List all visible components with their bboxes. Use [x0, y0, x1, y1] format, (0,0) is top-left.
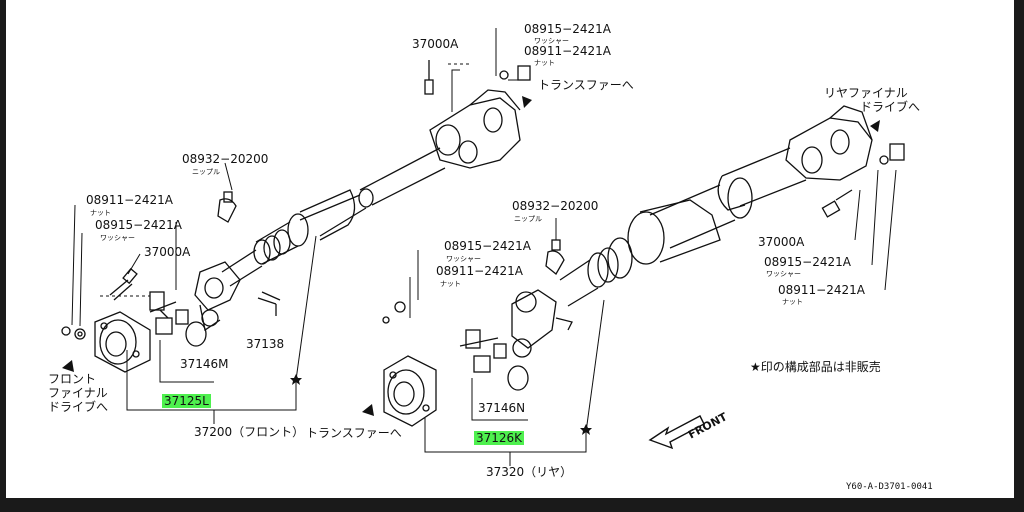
leader-lines [71, 28, 897, 466]
dest-transfer-bottom: トランスファーへ [306, 426, 402, 440]
label-37146M: 37146M [180, 357, 229, 371]
dest-front-final-3: ドライブへ [48, 400, 109, 414]
highlight-37125L: 37125L [162, 394, 211, 408]
front-universal-joint [149, 291, 207, 347]
rear-flange [382, 301, 437, 427]
reference-code: Y60-A-D3701-0041 [846, 482, 933, 492]
front-arrow [648, 415, 705, 450]
label-nut-front: 08911−2421A [86, 193, 173, 207]
label-nipple-front-kana: ニップル [192, 168, 220, 176]
label-washer-front-kana: ワッシャー [100, 234, 135, 242]
dest-front-final-1: フロント [48, 372, 97, 386]
label-nut-rear-right-kana: ナット [782, 298, 803, 306]
label-nut-front-kana: ナット [90, 209, 111, 217]
front-propeller-shaft [194, 89, 521, 332]
label-nut-rear-kana: ナット [440, 280, 461, 288]
label-nipple-rear-kana: ニップル [514, 215, 542, 223]
dest-transfer-top: トランスファーへ [538, 78, 634, 92]
label-37125L: 37125L [162, 394, 211, 408]
label-nut-top-kana: ナット [534, 59, 555, 67]
label-assy-rear: 37320（リヤ） [486, 465, 573, 479]
label-washer-rear-right: 08915−2421A [764, 255, 851, 269]
label-washer-front: 08915−2421A [95, 218, 182, 232]
rear-universal-joint [459, 329, 529, 391]
label-37126K: 37126K [474, 431, 525, 445]
label-nut-rear-right: 08911−2421A [778, 283, 865, 297]
label-nut-top: 08911−2421A [524, 44, 611, 58]
note-non-sale: ★印の構成部品は非販売 [750, 360, 881, 374]
label-nipple-front: 08932−20200 [182, 152, 269, 166]
label-37000A-front: 37000A [144, 245, 191, 259]
rear-propeller-shaft [511, 105, 905, 358]
label-37000A-rear: 37000A [758, 235, 805, 249]
right-border [1014, 0, 1024, 512]
bottom-border [0, 498, 1024, 512]
label-washer-rear-kana: ワッシャー [446, 255, 481, 263]
label-37138: 37138 [246, 337, 285, 351]
label-washer-top: 08915−2421A [524, 22, 611, 36]
left-border [0, 0, 6, 512]
label-assy-front: 37200（フロント） [194, 425, 305, 439]
front-flange [61, 311, 151, 373]
highlight-37126K: 37126K [474, 431, 525, 445]
label-washer-rear: 08915−2421A [444, 239, 531, 253]
front-bolt [109, 267, 138, 301]
label-nipple-rear: 08932−20200 [512, 199, 599, 213]
label-washer-rear-right-kana: ワッシャー [766, 270, 801, 278]
dest-rear-final-2: ドライブへ [860, 100, 921, 114]
dest-front-final-2: ファイナル [48, 386, 108, 400]
top-bolt [424, 60, 531, 95]
dest-rear-final-1: リヤファイナル [824, 86, 908, 100]
label-37146N: 37146N [478, 401, 526, 415]
label-37000A-top: 37000A [412, 37, 459, 51]
label-nut-rear: 08911−2421A [436, 264, 523, 278]
label-washer-top-kana: ワッシャー [534, 37, 569, 45]
